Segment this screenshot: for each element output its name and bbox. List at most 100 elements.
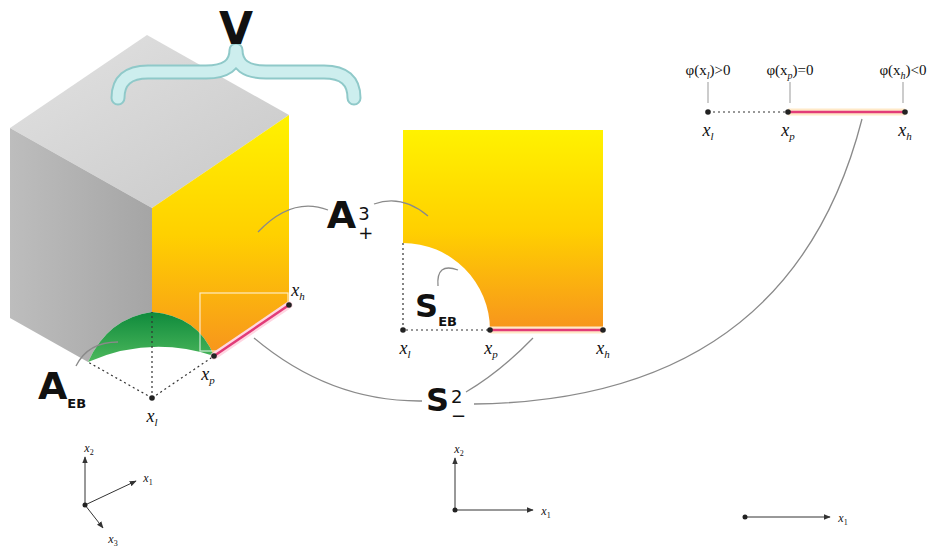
- label-text: p: [788, 70, 793, 81]
- leader-lines: [76, 119, 862, 404]
- drawing-part: [254, 338, 422, 401]
- label-text: x: [541, 504, 546, 518]
- label-group: x2: [84, 439, 93, 456]
- drawing-part: [474, 119, 862, 404]
- label-text: S: [426, 381, 449, 419]
- label-text: +: [358, 224, 373, 243]
- label-group: S2−: [426, 381, 466, 426]
- boundary-line: [490, 329, 603, 332]
- label-text: φ(x: [686, 62, 707, 78]
- label-text: h: [906, 130, 912, 142]
- label-text: x: [146, 406, 154, 426]
- point: [149, 395, 155, 401]
- label-text: x: [201, 364, 209, 384]
- label-text: x: [596, 338, 604, 358]
- label-text: 3: [358, 205, 373, 224]
- label-text: l: [407, 348, 410, 360]
- cross-section: [403, 130, 603, 330]
- label-group: xp: [781, 120, 795, 141]
- drawing-part: [85, 457, 86, 505]
- dotted-edges: [403, 243, 490, 330]
- label-group: xp: [201, 364, 215, 385]
- tick-lines: [708, 82, 903, 103]
- drawing-part: [85, 505, 103, 528]
- label-text: EB: [438, 314, 457, 329]
- label-group: xh: [596, 338, 610, 359]
- drawing-part: [152, 356, 214, 398]
- label-group: x2: [454, 440, 463, 457]
- axis-origin: [743, 515, 748, 520]
- axis-origin: [83, 503, 88, 508]
- label-group: SEB: [415, 287, 457, 325]
- drawing-part: [745, 517, 830, 518]
- boundary-line: [214, 305, 289, 356]
- label-group: V: [219, 2, 253, 53]
- label-group: φ(xh)<0: [879, 62, 926, 79]
- label-text: h: [299, 290, 305, 302]
- label-text: 1: [149, 478, 153, 487]
- drawing-part: [466, 338, 533, 392]
- drawing-part: [403, 243, 490, 330]
- label-text: S: [415, 287, 438, 325]
- label-text: A: [327, 193, 356, 237]
- label-text: EB: [67, 396, 86, 411]
- drawing-part: [455, 458, 456, 510]
- point: [600, 327, 606, 333]
- label-text: A: [38, 364, 67, 408]
- label-text: −: [451, 408, 466, 427]
- drawing-part: [76, 342, 118, 366]
- drawing-part: [374, 201, 428, 216]
- label-group: AEB: [38, 364, 86, 408]
- label-group: xl: [146, 406, 157, 427]
- boundary-line: [788, 111, 905, 114]
- drawing-part: [708, 82, 709, 103]
- label-text: l: [707, 70, 710, 81]
- label-text: x: [108, 532, 113, 546]
- zoom-box: [200, 293, 288, 351]
- label-text: 1: [844, 518, 848, 527]
- label-text: 2: [90, 448, 94, 457]
- label-group: A3+: [327, 193, 374, 243]
- boundary-glow: [214, 305, 289, 356]
- brace: [118, 50, 354, 98]
- point: [400, 327, 406, 333]
- label-group: φ(xl)>0: [686, 62, 731, 79]
- point: [286, 302, 292, 308]
- label-group: xh: [291, 280, 305, 301]
- axis-origin: [453, 508, 458, 513]
- label-group: φ(xp)=0: [766, 62, 813, 79]
- label-text: φ(x: [766, 62, 787, 78]
- label-text: 2: [460, 449, 464, 458]
- dotted-segment: [708, 111, 788, 112]
- label-text: x: [399, 338, 407, 358]
- point: [211, 353, 217, 359]
- point: [902, 109, 908, 115]
- label-text: 2: [451, 389, 466, 408]
- label-text: h: [604, 348, 610, 360]
- label-text: 1: [547, 511, 551, 520]
- label-text: x: [838, 511, 843, 525]
- label-text: φ(x: [879, 62, 900, 78]
- point: [705, 109, 711, 115]
- drawing-part: [790, 82, 791, 103]
- label-text: p: [492, 348, 498, 360]
- label-text: V: [219, 2, 253, 53]
- label-group: x1: [143, 469, 152, 486]
- label-group: xl: [702, 120, 713, 141]
- point: [487, 327, 493, 333]
- label-group: x3: [108, 530, 117, 547]
- label-text: x: [898, 120, 906, 140]
- axes: [85, 457, 830, 528]
- label-text: h: [901, 70, 906, 81]
- script-stack: 2−: [451, 389, 466, 427]
- drawing-part: [438, 268, 458, 286]
- label-text: x: [143, 471, 148, 485]
- script-stack: 3+: [358, 205, 373, 243]
- label-text: x: [781, 120, 789, 140]
- sphere-surface: [88, 312, 214, 362]
- dotted-edges: [88, 312, 214, 398]
- label-group: xl: [399, 338, 410, 359]
- drawing-part: [151, 312, 152, 398]
- drawing-part: [85, 481, 136, 505]
